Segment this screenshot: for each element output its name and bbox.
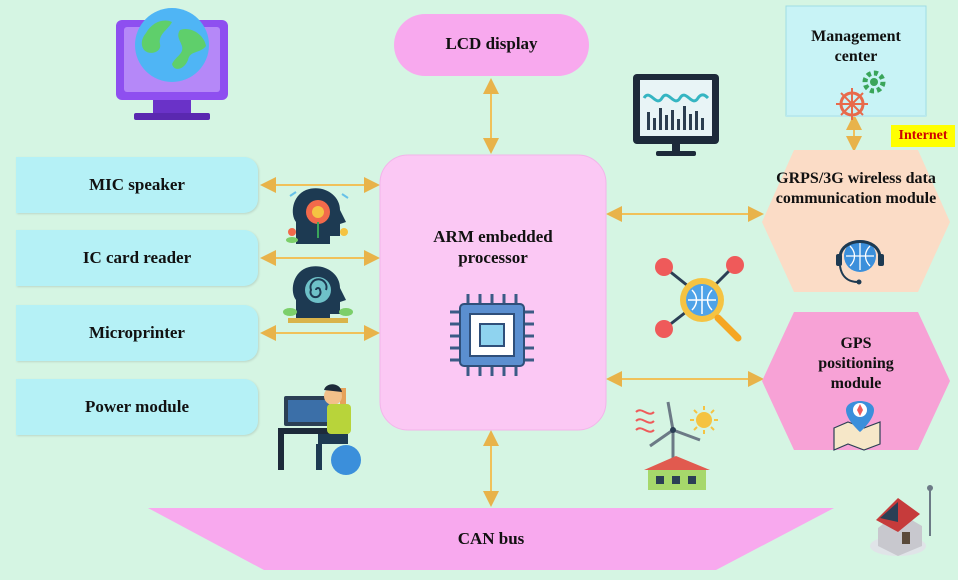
- smart-house-icon: [870, 485, 933, 556]
- internet-badge: [891, 125, 955, 147]
- power-module-label: Power module: [84, 397, 190, 416]
- globe-magnifier-icon: [655, 256, 744, 342]
- lcd-display-label: LCD display: [445, 34, 538, 53]
- processor-label: ARM embedded processor: [433, 227, 553, 268]
- globe-monitor-icon: [116, 8, 228, 120]
- map-compass-icon: [833, 401, 881, 451]
- mic-speaker-label: MIC speaker: [89, 175, 185, 194]
- head-spiral-icon: [283, 266, 353, 323]
- power-module-box: Power module: [16, 379, 258, 435]
- processor-chip-icon: [450, 294, 534, 376]
- wind-turbine-house-icon: [635, 401, 718, 490]
- ic-card-reader-box: IC card reader: [16, 230, 258, 286]
- internet-label: Internet: [898, 128, 948, 143]
- microprinter-label: Microprinter: [89, 323, 185, 342]
- connectors: [260, 78, 862, 507]
- waveform-monitor-icon: [633, 74, 719, 156]
- mic-speaker-box: MIC speaker: [16, 157, 258, 213]
- globe-headset-icon: [836, 240, 884, 285]
- microprinter-box: Microprinter: [16, 305, 258, 361]
- can-bus-label: CAN bus: [457, 529, 525, 548]
- lcd-display-box: [394, 14, 589, 76]
- gear-icon: [862, 70, 886, 94]
- grps-module-label: GRPS/3G wireless data communication modu…: [775, 170, 937, 207]
- grps-module-hexagon: [762, 150, 950, 292]
- gps-module-hexagon: [762, 312, 950, 450]
- can-bus-shape: [148, 508, 834, 570]
- processor-box: [379, 154, 607, 431]
- person-at-computer-icon: [278, 384, 361, 475]
- ship-wheel-icon: [836, 88, 868, 120]
- management-center-label: Management center: [811, 28, 901, 65]
- gps-module-label: GPS positioning module: [818, 335, 894, 392]
- ic-card-reader-label: IC card reader: [82, 248, 192, 267]
- head-flower-icon: [286, 188, 349, 244]
